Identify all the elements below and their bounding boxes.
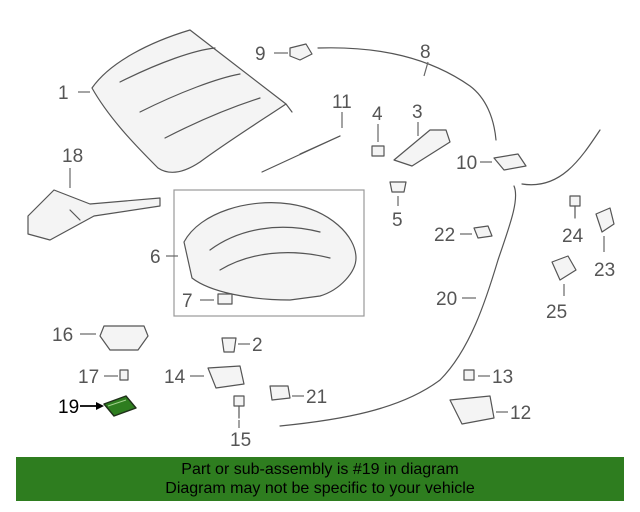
callout-15: 15 [230, 430, 251, 451]
part-bracket-18[interactable] [27, 189, 161, 241]
part-hood[interactable] [91, 29, 293, 173]
callout-8: 8 [420, 42, 431, 63]
part-clip-21[interactable] [269, 385, 291, 401]
part-clip-22[interactable] [473, 225, 493, 239]
part-bolt-15[interactable] [233, 395, 245, 419]
callout-23: 23 [594, 260, 615, 281]
callout-17: 17 [78, 367, 99, 388]
part-bolt-4[interactable] [371, 145, 385, 157]
part-bolt-24[interactable] [569, 195, 581, 219]
part-striker-25[interactable] [551, 255, 577, 281]
callout-20: 20 [436, 289, 457, 310]
callout-12: 12 [510, 403, 531, 424]
callout-10: 10 [456, 153, 477, 174]
callout-7: 7 [182, 291, 193, 312]
part-latch-23[interactable] [595, 207, 615, 233]
callout-2: 2 [252, 335, 263, 356]
callout-4: 4 [372, 104, 383, 125]
callout-1: 1 [58, 83, 69, 104]
callout-19: 19 [58, 397, 79, 418]
part-clip-7[interactable] [217, 293, 233, 305]
part-latch-14[interactable] [207, 365, 245, 389]
callout-21: 21 [306, 387, 327, 408]
part-cable-20[interactable] [279, 129, 601, 427]
callout-22: 22 [434, 225, 455, 246]
part-clip-9[interactable] [289, 43, 313, 61]
callout-16: 16 [52, 325, 73, 346]
part-hinge-3[interactable] [393, 129, 451, 167]
callout-13: 13 [492, 367, 513, 388]
notice-line-1: Part or sub-assembly is #19 in diagram [181, 461, 459, 478]
callout-25: 25 [546, 302, 567, 323]
callout-3: 3 [412, 102, 423, 123]
callout-18: 18 [62, 146, 83, 167]
part-strut-11[interactable] [261, 135, 341, 173]
callout-11: 11 [332, 92, 352, 113]
callout-6: 6 [150, 247, 161, 268]
part-bolt-13[interactable] [463, 369, 475, 381]
part-insulator-6[interactable] [173, 189, 365, 317]
callout-5: 5 [392, 210, 403, 231]
part-19-highlighted[interactable] [103, 395, 137, 417]
part-clip-17[interactable] [119, 369, 129, 381]
notice-line-2: Diagram may not be specific to your vehi… [165, 480, 475, 497]
part-lock-12[interactable] [449, 395, 495, 425]
part-grommet-5[interactable] [389, 181, 407, 193]
callout-14: 14 [164, 367, 186, 388]
callout-9: 9 [255, 44, 266, 65]
callout-24: 24 [562, 226, 584, 247]
part-seal-8[interactable] [317, 47, 497, 141]
part-bracket-16[interactable] [99, 325, 149, 351]
part-handle-10[interactable] [493, 153, 527, 171]
part-bumper-2[interactable] [221, 337, 237, 353]
notice-banner: Part or sub-assembly is #19 in diagram D… [16, 457, 624, 501]
